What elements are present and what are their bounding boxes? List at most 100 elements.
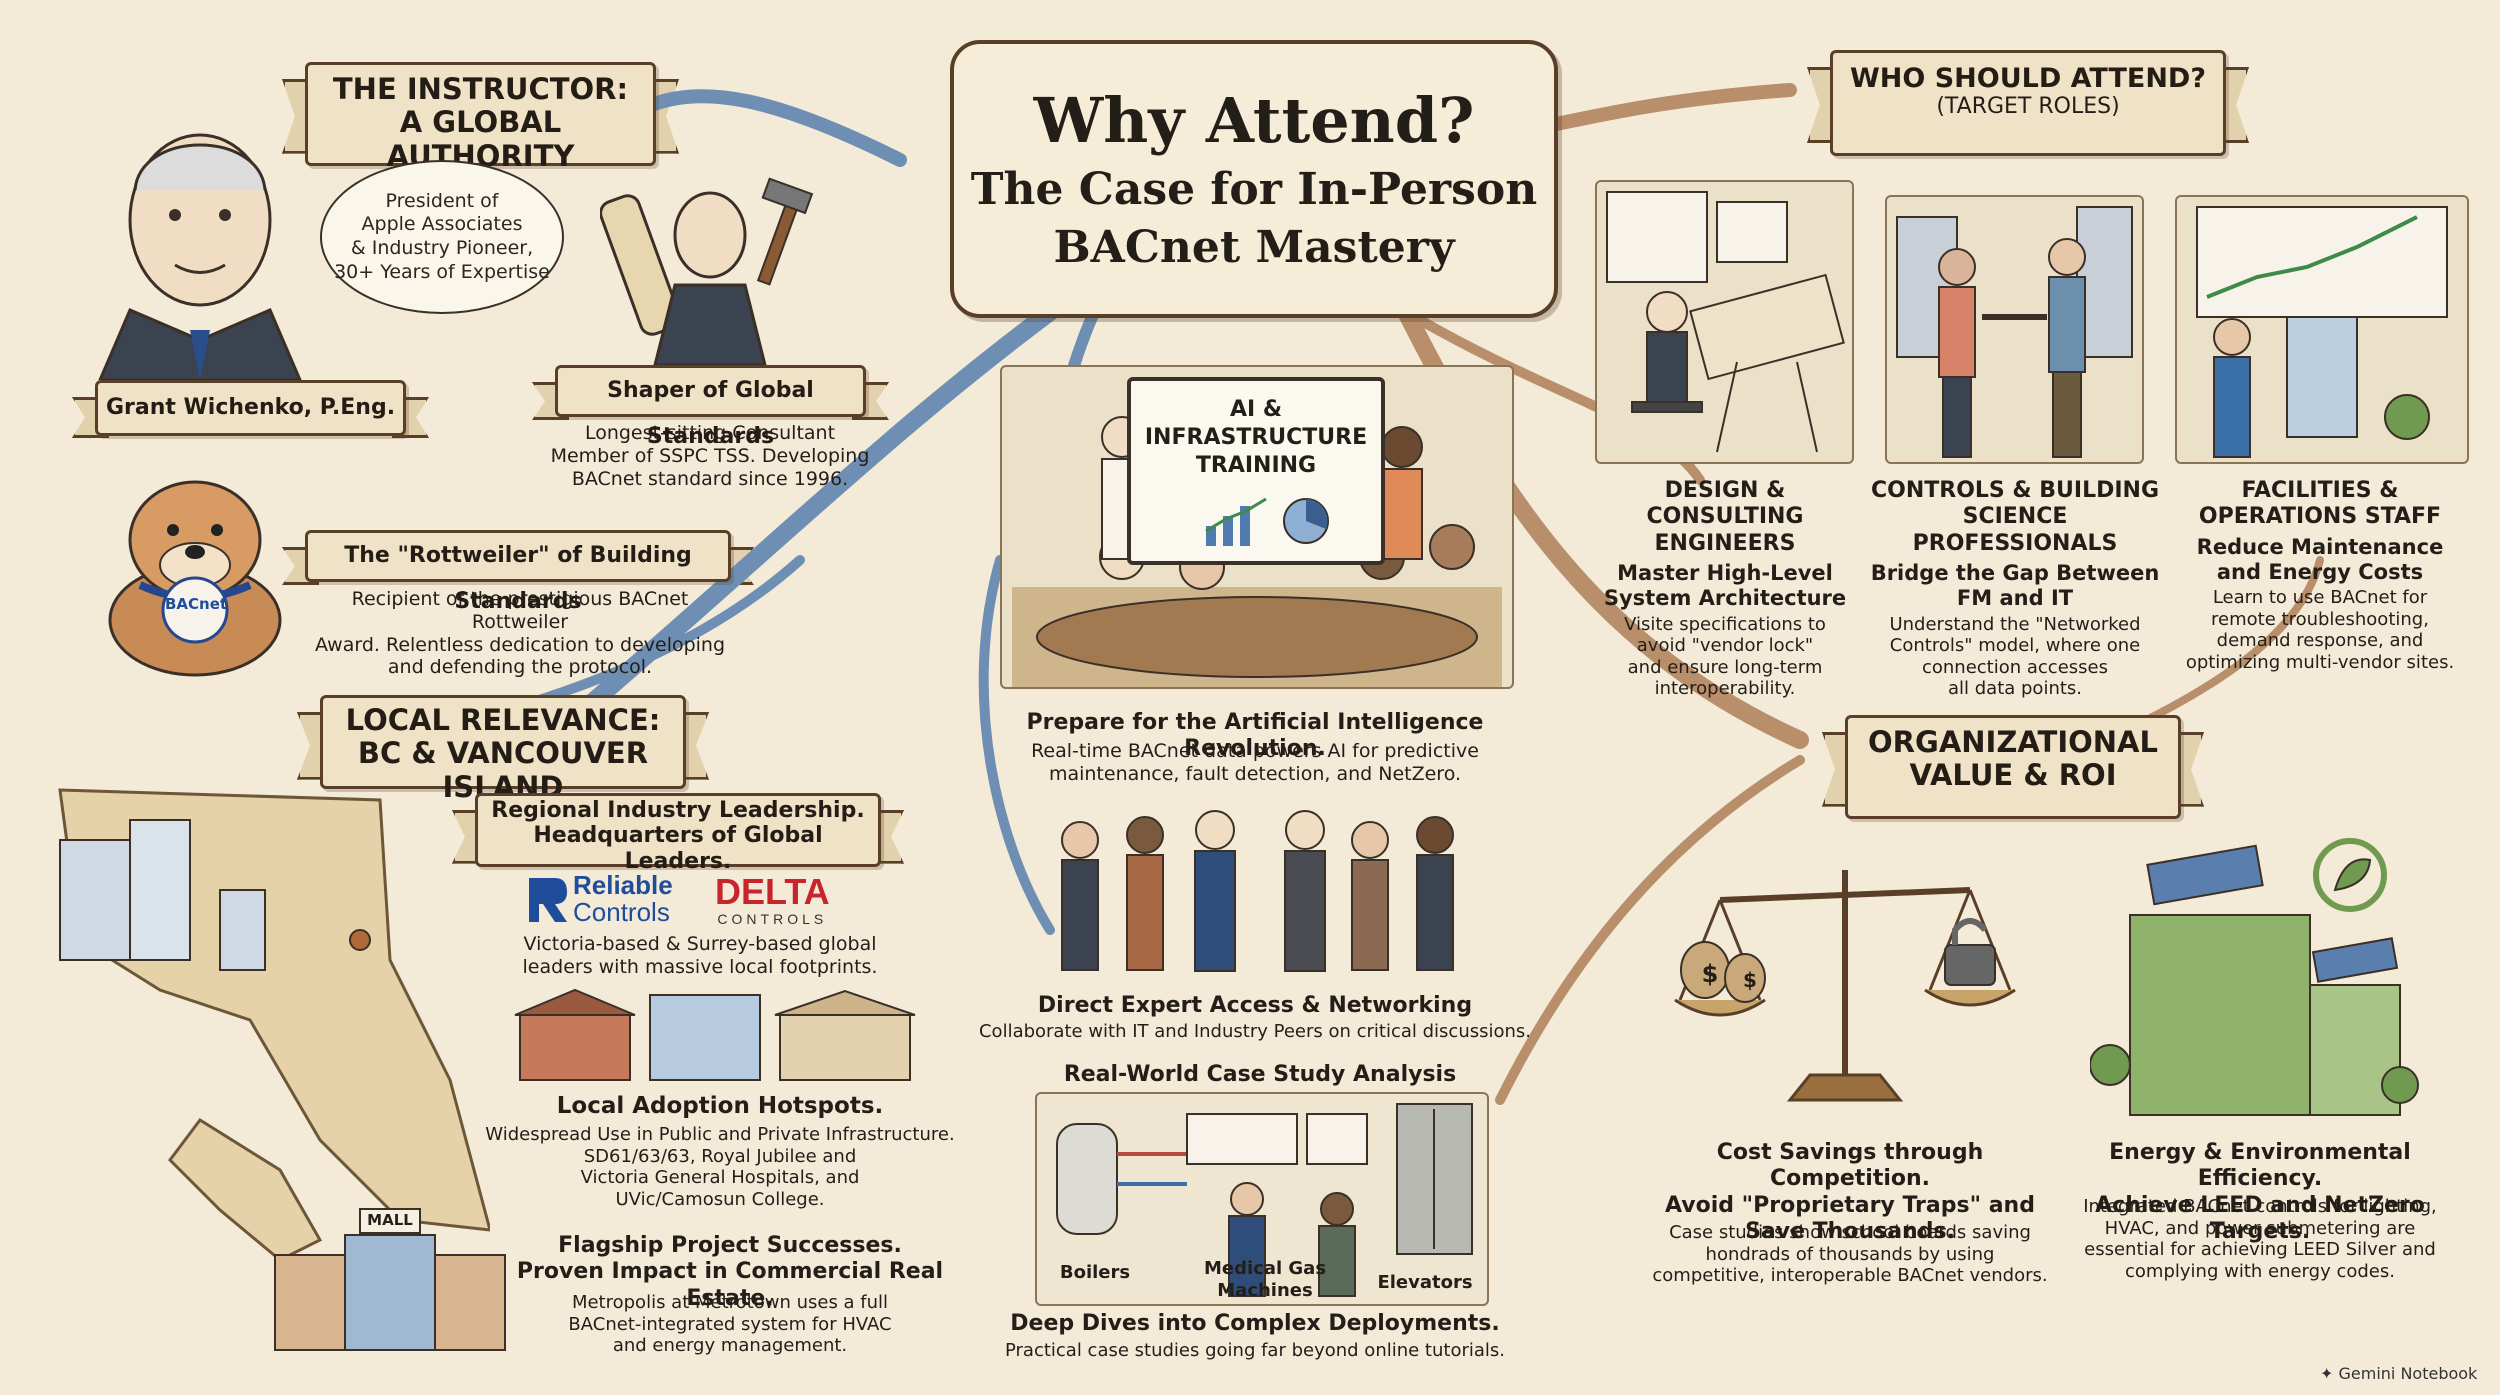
networking-description: Collaborate with IT and Industry Peers o… [978, 1021, 1531, 1042]
energy-title-line-1: Energy & Environmental Efficiency. [2109, 1140, 2411, 1192]
instructor-portrait [98, 133, 302, 380]
hotspots-desc-line-4: UVic/Camosun College. [615, 1188, 825, 1210]
roi-banner-line1: ORGANIZATIONAL [1868, 725, 2158, 759]
money-bag-symbol-2: $ [1743, 968, 1757, 992]
cost-title-line-2: Avoid "Proprietary Traps" and [1665, 1192, 2035, 1218]
flagship-line-2: Proven Impact in Commercial Real Estate. [516, 1259, 944, 1311]
ai-title: Prepare for the Artificial Intelligence … [1026, 710, 1484, 762]
hotspots-description: Widespread Use in Public and Private Inf… [470, 1124, 970, 1210]
reliable-logo-line1: Reliable [573, 870, 673, 900]
standards-desc-line-3: BACnet standard since 1996. [571, 467, 849, 490]
energy-efficiency-description: Integrated BACnet controls for lighting,… [2050, 1196, 2470, 1282]
case-label-elevators: Elevators [1377, 1272, 1473, 1293]
role-facilities-desc-3: demand response, and [2216, 630, 2424, 652]
cloud-line-1: President of [385, 189, 499, 212]
standards-description: Longest-sitting Consultant Member of SSP… [550, 422, 870, 490]
green-building-illustration [2090, 838, 2419, 1116]
role-controls-desc-2: Controls" model, where one [1889, 635, 2141, 657]
facilities-dashboard-illustration [2196, 206, 2448, 458]
leadership-line2: Headquarters of Global Leaders. [533, 823, 823, 874]
page-subtitle-line2: BACnet Mastery [1053, 222, 1455, 273]
role-card-controls: CONTROLS & BUILDING SCIENCE PROFESSIONAL… [1870, 478, 2160, 700]
flagship-line-1: Flagship Project Successes. [558, 1233, 902, 1258]
screen-line-1: AI & [1229, 397, 1283, 422]
energy-title-line-2: Achieve LEED and NetZero Targets. [2095, 1192, 2425, 1245]
screen-chart-icon [1205, 497, 1329, 546]
role-controls-desc-4: all data points. [1947, 678, 2083, 700]
flagship-description: Metropolis at Metrotown uses a full BACn… [510, 1292, 950, 1357]
case-label-medical-gas-2: Machines [1217, 1280, 1313, 1301]
leaders-description: Victoria-based & Surrey-based global lea… [515, 933, 885, 979]
standards-desc-line-2: Member of SSPC TSS. Developing [550, 444, 870, 467]
role-engineers-title-1: DESIGN & CONSULTING [1646, 478, 1804, 530]
roi-banner-line2: VALUE & ROI [1909, 758, 2117, 793]
hotspots-desc-line-1: Widespread Use in Public and Private Inf… [485, 1124, 955, 1145]
cost-desc-line-1: Case studies show school boards saving [1669, 1222, 2031, 1243]
rottweiler-desc-line-1: Recipient of the prestigious BACnet Rott… [351, 588, 689, 633]
attend-banner-line2: (TARGET ROLES) [1936, 94, 2120, 120]
role-engineers-title-2: ENGINEERS [1654, 530, 1796, 556]
hotspots-title: Local Adoption Hotspots. [556, 1093, 884, 1119]
standards-figure-illustration [600, 177, 814, 365]
leadership-banner: Regional Industry Leadership. Headquarte… [475, 793, 881, 874]
role-controls-sub-2: FM and IT [1956, 586, 2074, 611]
rottweiler-desc-line-3: and defending the protocol. [387, 656, 653, 679]
role-facilities-sub-1: Reduce Maintenance [2196, 534, 2444, 559]
role-facilities-illustration [2175, 195, 2469, 464]
deep-dives-title: Deep Dives into Complex Deployments. [1010, 1311, 1500, 1336]
role-engineers-desc-2: avoid "vendor lock" [1636, 635, 1814, 657]
watermark-star-icon: ✦ [2320, 1364, 2334, 1383]
role-card-engineers: DESIGN & CONSULTING ENGINEERS Master Hig… [1585, 478, 1865, 700]
local-relevance-banner: LOCAL RELEVANCE: BC & VANCOUVER ISLAND [320, 695, 686, 803]
attend-banner-line1: WHO SHOULD ATTEND? [1849, 63, 2207, 94]
deep-dives-description: Practical case studies going far beyond … [1004, 1340, 1506, 1361]
leadership-line1: Regional Industry Leadership. [491, 798, 865, 823]
cost-savings-title: Cost Savings through Competition. Avoid … [1640, 1140, 2060, 1246]
rottweiler-tag-label: The "Rottweiler" of Building Standards [344, 543, 692, 614]
case-label-medical-gas-1: Medical Gas [1203, 1258, 1327, 1279]
role-engineers-desc-1: Visite specifications to [1624, 613, 1826, 635]
hotspots-desc-line-3: Victoria General Hospitals, and [580, 1167, 860, 1189]
role-facilities-desc-1: Learn to use BACnet for [2212, 587, 2428, 609]
bulldog-badge-label: BACnet [165, 595, 228, 613]
cloud-line-2: Apple Associates [361, 213, 523, 236]
flagship-desc-line-1: Metropolis at Metrotown uses a full [571, 1292, 889, 1313]
case-study-scene [1035, 1092, 1489, 1306]
energy-desc-line-4: complying with energy codes. [2125, 1260, 2395, 1282]
role-facilities-sub-2: and Energy Costs [2216, 559, 2424, 584]
energy-desc-line-1: Integrated BACnet controls for lighting, [2083, 1196, 2437, 1217]
flagship-title: Flagship Project Successes. Proven Impac… [510, 1233, 950, 1312]
ai-description: Real-time BACnet data powers AI for pred… [990, 740, 1520, 786]
rottweiler-tag: The "Rottweiler" of Building Standards [305, 530, 731, 614]
instructor-name: Grant Wichenko, P.Eng. [105, 395, 396, 420]
ai-desc-line-1: Real-time BACnet data powers AI for pred… [1031, 740, 1479, 762]
role-facilities-desc-2: remote troubleshooting, [2211, 608, 2429, 630]
local-banner-line1: LOCAL RELEVANCE: [345, 703, 661, 737]
instructor-credentials-cloud: President of Apple Associates & Industry… [320, 160, 564, 314]
role-engineers-illustration [1595, 180, 1854, 464]
branch-instructor [633, 89, 907, 167]
energy-desc-line-2: HVAC, and power submetering are [2104, 1217, 2416, 1239]
instructor-name-banner: Grant Wichenko, P.Eng. [95, 380, 406, 436]
bulldog-mascot [108, 480, 282, 677]
reliable-controls-logo-mark [529, 878, 567, 922]
ai-desc-line-2: maintenance, fault detection, and NetZer… [1048, 762, 1462, 785]
instructor-banner: THE INSTRUCTOR: A GLOBAL AUTHORITY [305, 62, 656, 172]
delta-logo-line1: DELTA [715, 871, 830, 912]
case-study-illustration [1056, 1103, 1473, 1297]
local-buildings-illustration [514, 988, 916, 1081]
role-controls-title-2: SCIENCE PROFESSIONALS [1912, 504, 2118, 556]
role-engineers-desc-3: and ensure long-term [1627, 656, 1823, 678]
role-controls-desc-3: connection accesses [1921, 656, 2108, 678]
rottweiler-description: Recipient of the prestigious BACnet Rott… [310, 588, 730, 679]
role-engineers-sub-2: System Architecture [1603, 586, 1847, 611]
role-controls-desc-1: Understand the "Networked [1889, 613, 2141, 635]
page-subtitle-line1: The Case for In-Person [970, 164, 1538, 215]
who-should-attend-banner: WHO SHOULD ATTEND? (TARGET ROLES) [1830, 50, 2226, 156]
networking-illustration [1061, 810, 1454, 972]
branch-roi-3 [1495, 755, 1805, 1105]
cost-title-line-3: Save Thousands. [1745, 1219, 1955, 1245]
roi-banner: ORGANIZATIONAL VALUE & ROI [1845, 715, 2181, 819]
cloud-line-3: & Industry Pioneer, [350, 237, 534, 259]
leaders-desc-line-1: Victoria-based & Surrey-based global [523, 933, 877, 955]
